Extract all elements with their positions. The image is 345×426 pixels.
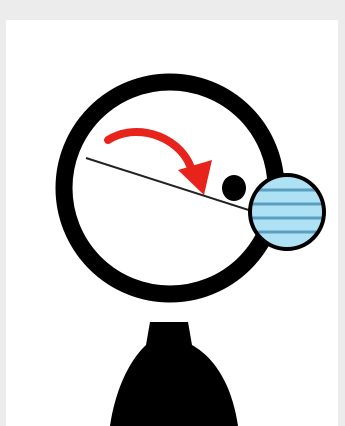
pupil-icon	[222, 175, 246, 201]
figure-canvas	[6, 20, 338, 426]
eye-diagram	[6, 20, 338, 426]
torso-silhouette-icon	[110, 322, 238, 426]
